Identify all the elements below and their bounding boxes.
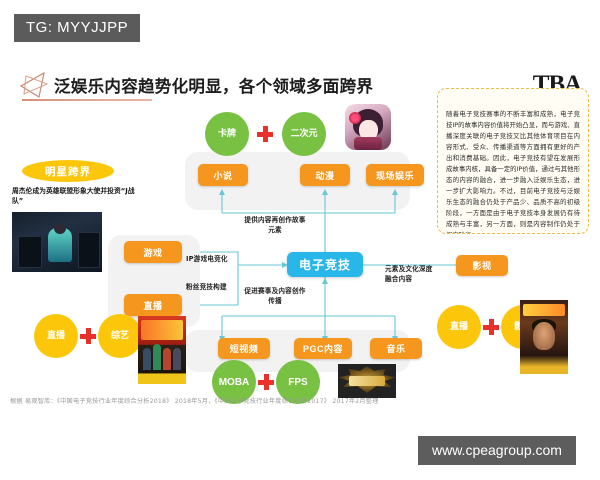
combo-bottom-center-left-label: MOBA [218,376,250,388]
combo-top-right-label: 二次元 [290,128,318,139]
combo-bottom-left-label: 直播 [46,330,65,341]
edge-label-left-upper: IP游戏电竞化 [186,255,228,263]
combo-top-left-label: 卡牌 [217,128,236,139]
combo-top-plus-icon [257,126,273,142]
node-box-film-tv[interactable]: 影视 [456,255,508,276]
concert-photo-image [12,212,102,272]
watermark: www.cpeagroup.com [418,436,576,465]
edge-label-right: 元素及文化深度融合内容 [385,265,433,283]
combo-bottom-center-plus-icon [258,374,274,390]
node-box-anime[interactable]: 动漫 [300,164,350,186]
edge-label-top: 提供内容再创作故事元素 [244,216,306,234]
combo-right-left-label: 直播 [449,321,468,332]
celebrity-poster-image [520,300,568,374]
node-box-live-entertainment[interactable]: 现场娱乐 [366,164,424,186]
center-node-esports-label: 电子竞技 [298,258,351,272]
star-crossover-description: 周杰伦成为英雄联盟形象大使并投资“J战队” [12,187,135,206]
combo-bottom-left-plus-icon [80,328,96,344]
node-box-music-label: 音乐 [386,344,406,354]
combo-right-plus-icon [483,319,499,335]
combo-bottom-left-circle-livestream: 直播 [34,314,78,358]
node-box-pgc-content[interactable]: PGC内容 [294,338,352,359]
node-box-anime-label: 动漫 [315,170,335,181]
triangle-mark-icon [19,71,49,98]
combo-bottom-left-circle-variety: 综艺 [98,314,142,358]
page-title: 泛娱乐内容趋势化明显，各个领域多面跨界 [18,70,373,100]
analysis-note-text: 随着电子竞技赛事的不断丰富和成熟，电子竞技IP的故事内容价值将开始凸显，而与游戏… [446,110,580,233]
analysis-note-box: 随着电子竞技赛事的不断丰富和成熟，电子竞技IP的故事内容价值将开始凸显，而与游戏… [437,88,589,234]
center-node-esports[interactable]: 电子竞技 [287,252,363,277]
node-box-film-tv-label: 影视 [472,261,492,271]
node-box-short-video[interactable]: 短视频 [218,338,270,359]
node-box-music[interactable]: 音乐 [370,338,422,359]
page-title-text: 泛娱乐内容趋势化明显，各个领域多面跨界 [54,78,374,96]
tg-tag: TG: MYYJJPP [14,14,141,42]
node-box-livestream-label: 直播 [143,300,163,311]
combo-top-left-circle: 卡牌 [205,112,249,156]
node-box-livestream[interactable]: 直播 [124,294,182,316]
combo-bottom-left-right-label: 综艺 [110,330,129,341]
node-box-novel[interactable]: 小说 [198,164,248,186]
combo-right-circle-livestream: 直播 [437,305,481,349]
node-box-live-entertainment-label: 现场娱乐 [375,170,414,181]
title-underline [22,99,152,101]
anime-game-icon-image [345,104,391,150]
node-box-novel-label: 小说 [213,170,233,181]
node-box-game[interactable]: 游戏 [124,241,182,263]
game-logo-image [338,364,396,398]
combo-bottom-center-right-label: FPS [288,376,308,388]
edge-label-bottom: 促进赛事及内容创作传播 [244,287,306,305]
combo-top-right-circle: 二次元 [282,112,326,156]
edge-label-left-lower: 粉丝竞技构建 [186,283,227,291]
variety-show-poster-image [138,316,186,384]
node-box-short-video-label: 短视频 [229,344,259,354]
node-box-game-label: 游戏 [143,247,163,258]
combo-bottom-center-circle-fps: FPS [276,360,320,404]
source-footer: 根据 易观智库：《中国电子竞技行业年度综合分析2018》 2018年5月，《中国… [10,398,379,405]
star-crossover-tag: 明星跨界 [22,160,114,182]
node-box-pgc-content-label: PGC内容 [302,344,343,354]
star-crossover-tag-label: 明星跨界 [45,165,91,178]
combo-bottom-center-circle-moba: MOBA [212,360,256,404]
